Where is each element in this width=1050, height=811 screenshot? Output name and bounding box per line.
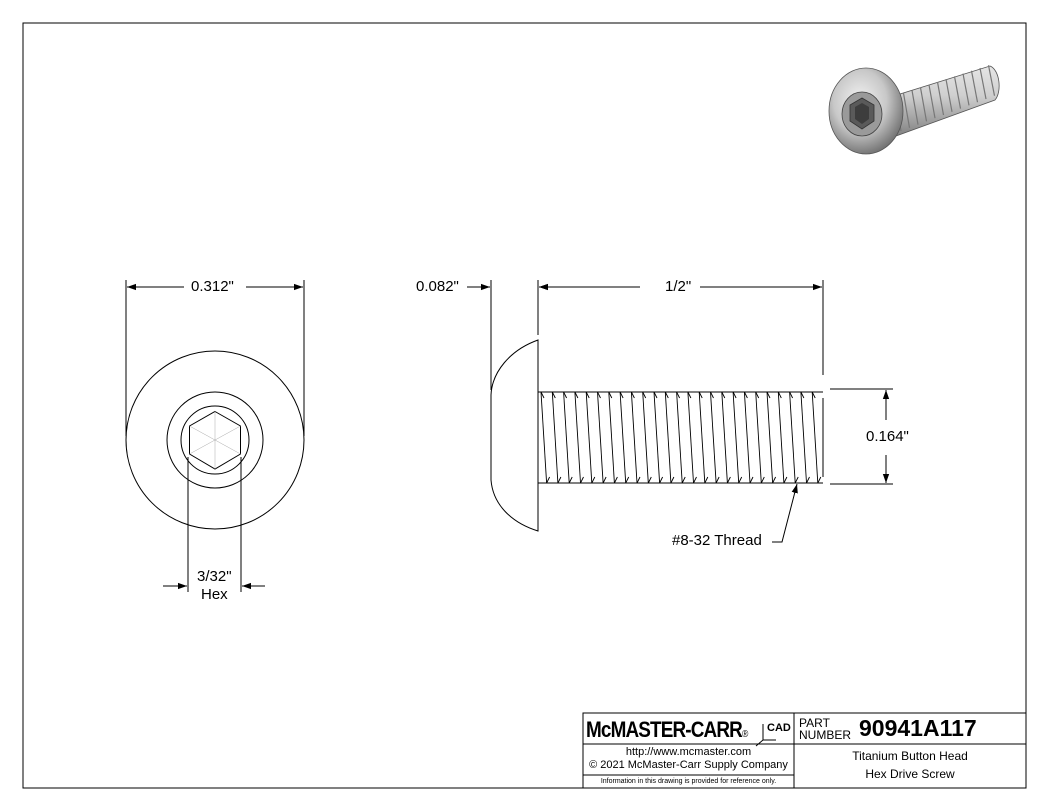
cad-mark: CAD xyxy=(767,722,791,734)
end-view xyxy=(125,280,305,592)
thread-callout: #8-32 Thread xyxy=(672,532,762,549)
button-head xyxy=(490,339,539,532)
part-label-line-2: NUMBER xyxy=(799,728,852,742)
side-view xyxy=(467,280,893,543)
part-label-line-1: PART xyxy=(799,716,830,730)
description-line-1: Titanium Button Head xyxy=(852,749,968,763)
registered-mark: ® xyxy=(741,729,749,740)
description-line-2: Hex Drive Screw xyxy=(865,767,955,781)
dim-hex-label: Hex xyxy=(201,586,228,603)
cad-icon xyxy=(755,724,776,747)
disclaimer: Information in this drawing is provided … xyxy=(600,778,777,785)
part-number: 90941A117 xyxy=(859,715,977,741)
dim-length: 1/2" xyxy=(665,278,692,295)
mcmaster-carr-logo: McMASTER-CARR® xyxy=(586,717,749,742)
recess-outer xyxy=(166,391,264,489)
threads xyxy=(540,391,822,484)
recess-inner xyxy=(180,405,250,475)
dim-thread-diameter: 0.164" xyxy=(866,428,909,445)
dim-head-diameter: 0.312" xyxy=(191,278,234,295)
copyright: © 2021 McMaster-Carr Supply Company xyxy=(589,759,788,771)
dim-hex-size: 3/32" xyxy=(197,568,232,585)
sheet-border xyxy=(22,22,1027,789)
head-outline xyxy=(125,350,305,530)
dim-head-height: 0.082" xyxy=(416,278,459,295)
title-block-lines xyxy=(582,712,1027,789)
isometric-screw-render xyxy=(828,65,1000,155)
website-url: http://www.mcmaster.com xyxy=(625,746,752,758)
